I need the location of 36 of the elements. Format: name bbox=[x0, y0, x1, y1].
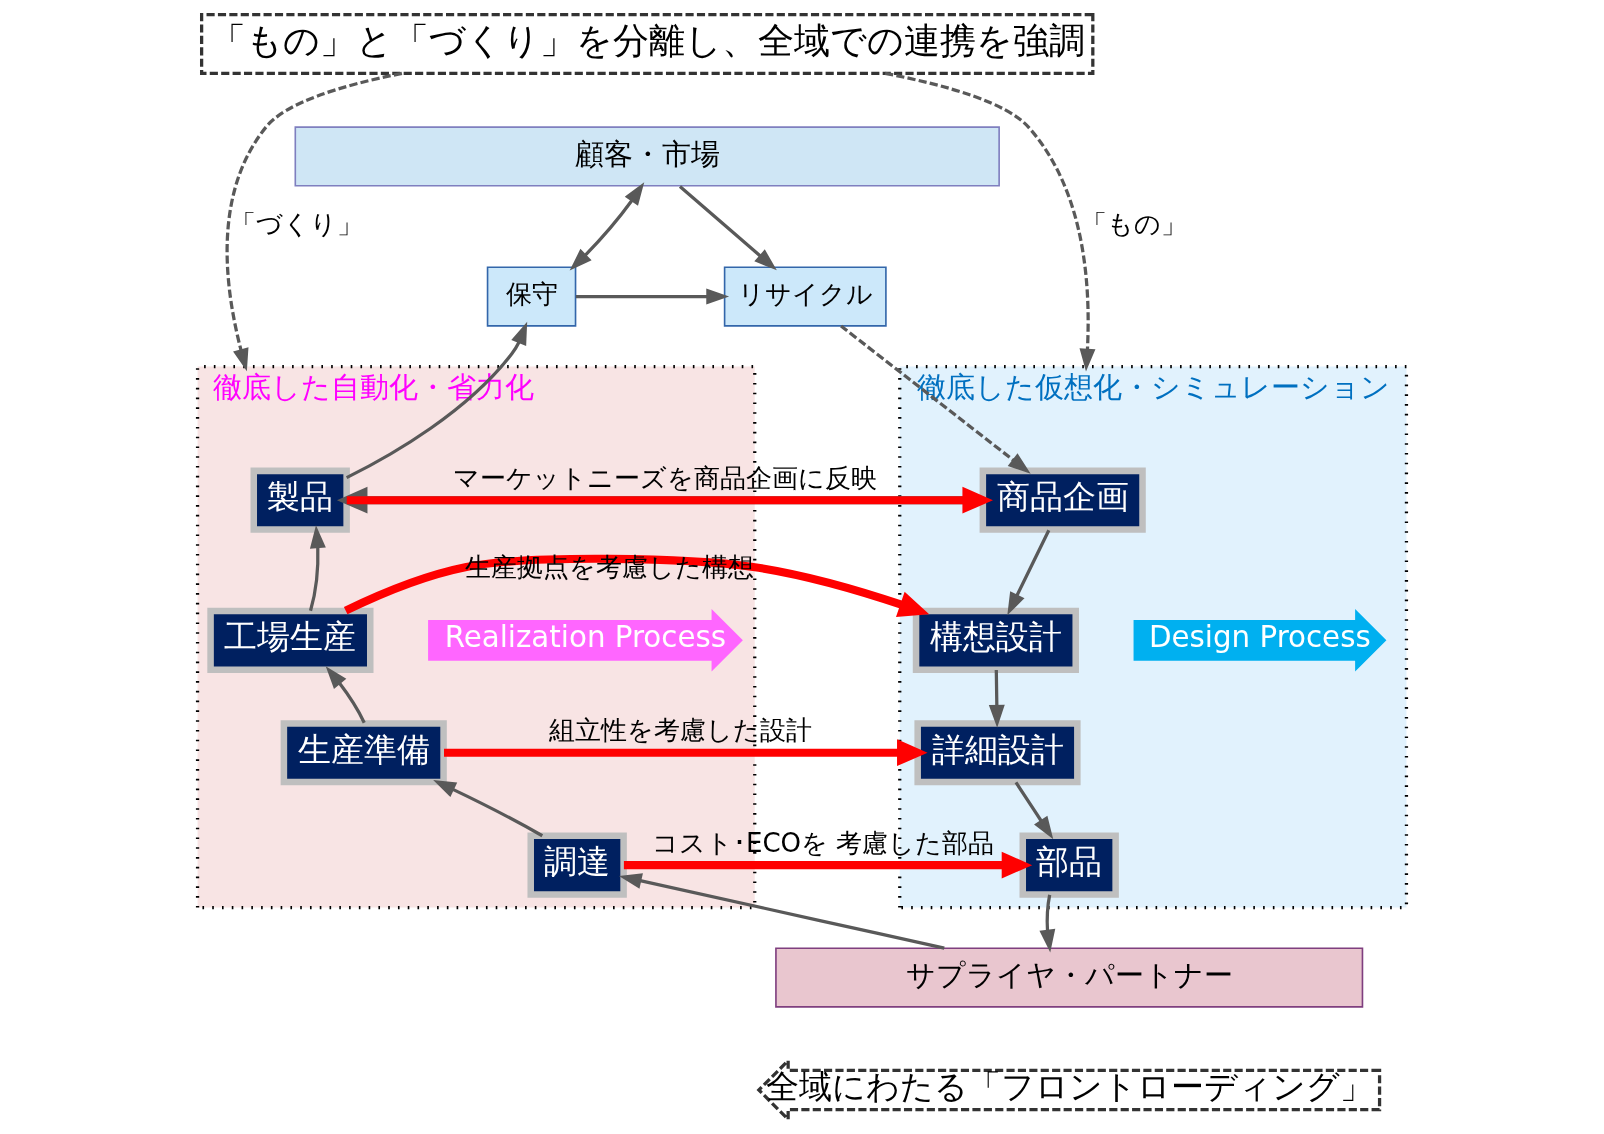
edge-label: 「づくり」 bbox=[230, 208, 364, 239]
node-box: 保守 bbox=[486, 266, 577, 327]
node-box: 構想設計 bbox=[912, 607, 1079, 673]
node-box: 顧客・市場 bbox=[294, 126, 1000, 187]
node-box: 部品 bbox=[1019, 832, 1119, 898]
arrow bbox=[308, 525, 326, 612]
edge-label: コスト･ECOを 考慮した部品 bbox=[651, 827, 995, 858]
node-box: 生産準備 bbox=[280, 720, 447, 786]
arrow bbox=[618, 873, 945, 950]
node-box: 詳細設計 bbox=[914, 720, 1081, 786]
arrow bbox=[678, 185, 777, 271]
edge-label: 組立性を考慮した設計 bbox=[549, 715, 813, 746]
node-box: 工場生産 bbox=[207, 607, 374, 673]
arrow bbox=[345, 321, 528, 480]
arrow bbox=[988, 670, 1005, 728]
arrow bbox=[1007, 529, 1051, 616]
node-box: 調達 bbox=[527, 832, 627, 898]
arrow bbox=[623, 851, 1033, 879]
node-box: 製品 bbox=[250, 467, 350, 533]
arrow bbox=[569, 182, 645, 271]
edge-label: 「もの」 bbox=[1080, 208, 1187, 239]
arrow bbox=[433, 780, 544, 838]
arrow bbox=[225, 71, 403, 372]
node-box: サプライヤ・パートナー bbox=[775, 947, 1364, 1008]
node-box: 「もの」と「づくり」を分離し、全域での連携を強調 bbox=[200, 13, 1095, 75]
arrow bbox=[325, 666, 366, 724]
arrow bbox=[840, 324, 1031, 474]
node-box: 商品企画 bbox=[979, 467, 1146, 533]
arrow bbox=[1039, 894, 1056, 953]
edge-label: マーケットニーズを商品企画に反映 bbox=[452, 462, 877, 493]
arrow bbox=[346, 486, 993, 514]
arrow bbox=[1014, 781, 1054, 840]
arrow bbox=[575, 288, 730, 305]
arrow bbox=[444, 739, 928, 767]
arrow bbox=[884, 71, 1096, 372]
node-box: リサイクル bbox=[723, 266, 887, 327]
